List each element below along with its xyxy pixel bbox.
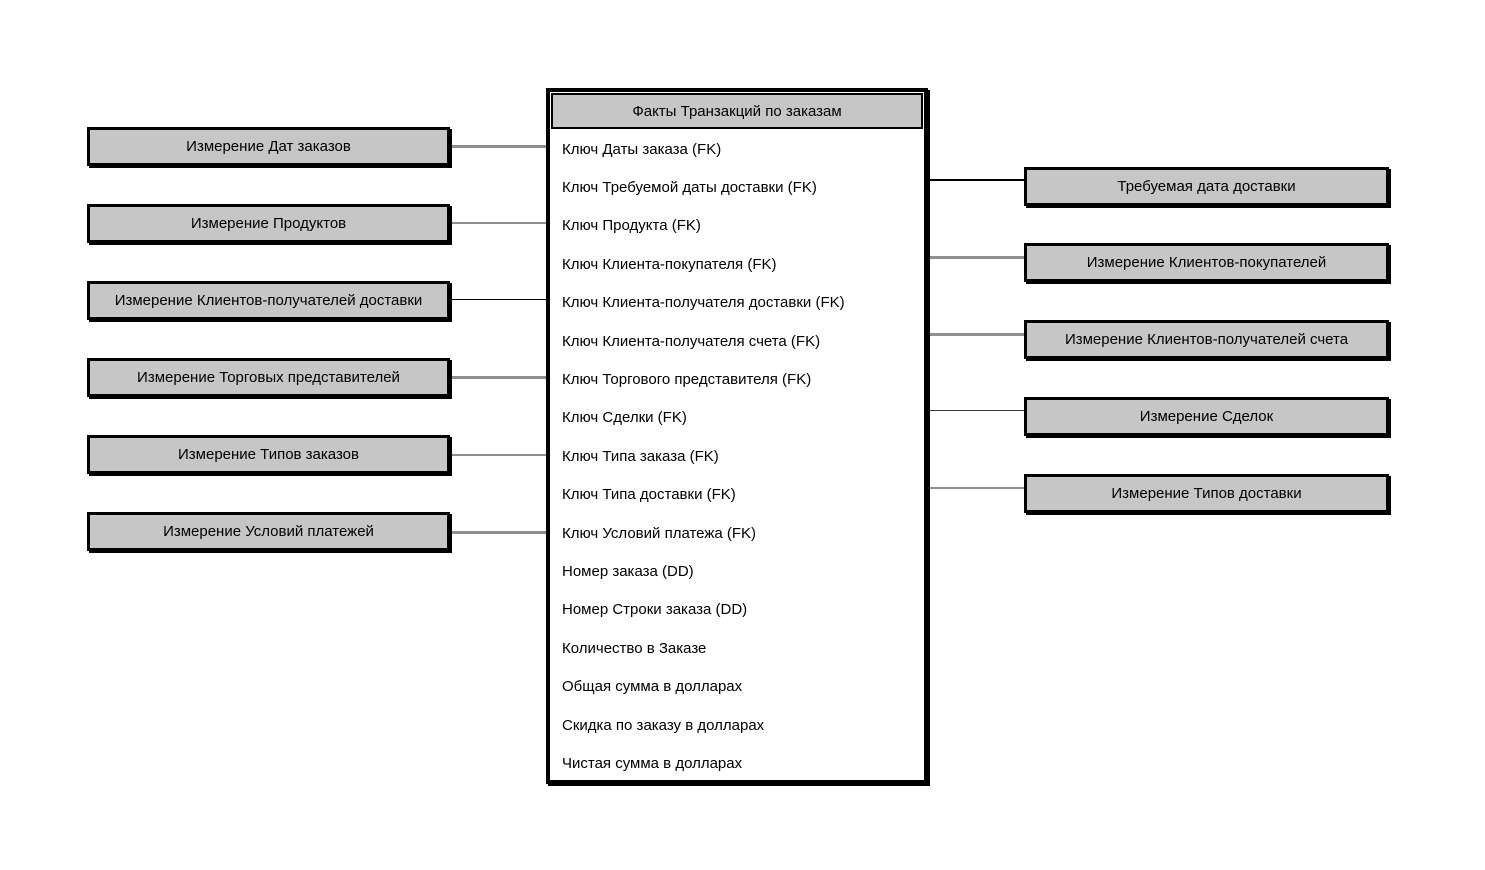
- fact-field: Чистая сумма в долларах: [562, 754, 743, 772]
- dimension-delivery-types[interactable]: Измерение Типов доставки: [1024, 474, 1389, 513]
- dimension-order-dates[interactable]: Измерение Дат заказов: [87, 127, 450, 166]
- dimension-label: Измерение Типов доставки: [1111, 485, 1302, 502]
- dimension-label: Измерение Клиентов-получателей счета: [1064, 331, 1349, 348]
- fact-table-order-transactions[interactable]: Факты Транзакций по заказам Ключ Даты за…: [546, 88, 928, 784]
- dimension-label: Измерение Условий платежей: [163, 523, 374, 540]
- connector-sales-reps: [450, 376, 546, 379]
- dimension-label: Измерение Клиентов-получателей доставки: [114, 292, 423, 309]
- fact-field: Ключ Клиента-получателя счета (FK): [562, 332, 821, 350]
- dimension-products[interactable]: Измерение Продуктов: [87, 204, 450, 243]
- connector-ship-to-customers: [450, 299, 546, 300]
- dimension-payment-terms[interactable]: Измерение Условий платежей: [87, 512, 450, 551]
- dimension-order-types[interactable]: Измерение Типов заказов: [87, 435, 450, 474]
- connector-order-types: [450, 454, 546, 456]
- fact-table-header: Факты Транзакций по заказам: [551, 93, 923, 129]
- fact-table-title: Факты Транзакций по заказам: [632, 102, 842, 120]
- connector-products: [450, 222, 546, 224]
- fact-field: Ключ Клиента-покупателя (FK): [562, 255, 777, 273]
- dimension-deals[interactable]: Измерение Сделок: [1024, 397, 1389, 436]
- fact-field: Количество в Заказе: [562, 639, 707, 657]
- dimension-label: Измерение Клиентов-покупателей: [1086, 254, 1327, 271]
- fact-field: Ключ Даты заказа (FK): [562, 140, 722, 158]
- fact-field: Ключ Типа доставки (FK): [562, 486, 736, 504]
- fact-field: Номер Строки заказа (DD): [562, 601, 748, 619]
- dimension-sales-reps[interactable]: Измерение Торговых представителей: [87, 358, 450, 397]
- fact-field: Ключ Требуемой даты доставки (FK): [562, 179, 817, 197]
- dimension-label: Измерение Типов заказов: [178, 446, 359, 463]
- fact-field: Ключ Типа заказа (FK): [562, 447, 719, 465]
- fact-field: Номер заказа (DD): [562, 562, 694, 580]
- dimension-buyer-customers[interactable]: Измерение Клиентов-покупателей: [1024, 243, 1389, 282]
- dimension-label: Измерение Продуктов: [190, 215, 347, 232]
- connector-delivery-types: [928, 487, 1024, 489]
- dimension-label: Измерение Сделок: [1139, 408, 1274, 425]
- fact-field: Ключ Условий платежа (FK): [562, 524, 757, 542]
- connector-order-dates: [450, 145, 546, 148]
- dimension-bill-to-customers[interactable]: Измерение Клиентов-получателей счета: [1024, 320, 1389, 359]
- connector-buyer-customers: [928, 256, 1024, 259]
- connector-bill-to-customers: [928, 333, 1024, 336]
- fact-field: Ключ Сделки (FK): [562, 409, 687, 427]
- dimension-label: Измерение Дат заказов: [186, 138, 351, 155]
- fact-field: Скидка по заказу в долларах: [562, 716, 765, 734]
- connector-payment-terms: [450, 531, 546, 534]
- dimension-label: Измерение Торговых представителей: [137, 369, 400, 386]
- fact-field: Ключ Продукта (FK): [562, 217, 701, 235]
- fact-field: Общая сумма в долларах: [562, 678, 743, 696]
- connector-required-delivery-date: [928, 179, 1024, 181]
- fact-table-body: Ключ Даты заказа (FK) Ключ Требуемой дат…: [550, 130, 924, 783]
- dimension-required-delivery-date[interactable]: Требуемая дата доставки: [1024, 167, 1389, 206]
- fact-field: Ключ Торгового представителя (FK): [562, 371, 812, 389]
- dimension-ship-to-customers[interactable]: Измерение Клиентов-получателей доставки: [87, 281, 450, 320]
- fact-field: Ключ Клиента-получателя доставки (FK): [562, 294, 845, 312]
- dimension-label: Требуемая дата доставки: [1117, 178, 1296, 195]
- connector-deals: [928, 410, 1024, 411]
